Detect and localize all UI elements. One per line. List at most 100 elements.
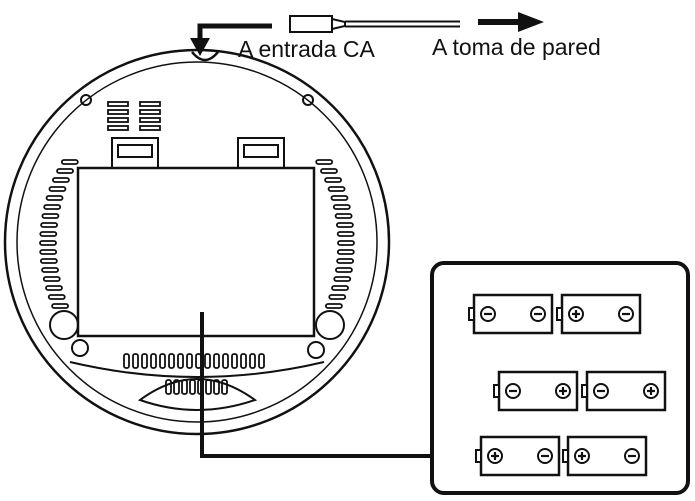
vent-slot-bottom	[249, 353, 256, 369]
device-inner-ring	[16, 61, 378, 423]
vent-slot-left	[39, 240, 57, 246]
vent-slot-right	[330, 195, 349, 201]
vent-slot-right	[320, 168, 338, 174]
vent-slot-left	[45, 285, 63, 291]
foot-bottom-right	[315, 310, 345, 340]
vent-slot-left	[42, 276, 61, 282]
vent-slot-left	[56, 168, 74, 174]
vent-slot-bump	[165, 379, 172, 395]
vent-slot-left	[41, 213, 60, 219]
vent-slot-left	[39, 249, 58, 255]
vent-slot-bump	[173, 379, 180, 395]
polarity-mark	[530, 306, 546, 322]
polarity-mark	[574, 448, 590, 464]
battery-cells	[468, 293, 667, 477]
vent-slot-bottom	[123, 353, 130, 369]
vent-slot-bump	[181, 379, 188, 395]
vent-slot-left	[39, 258, 58, 264]
polarity-mark	[487, 448, 503, 464]
vent-slot-bump	[189, 379, 196, 395]
vent-slot-bottom	[204, 353, 211, 369]
battery-cell	[475, 435, 561, 477]
vent-slot-bump	[205, 379, 212, 395]
vent-slot-right	[335, 267, 353, 273]
vent-slot-top	[139, 125, 161, 131]
device-bottom-band	[69, 361, 325, 378]
battery-cell	[556, 293, 642, 335]
vent-slot-top	[139, 117, 161, 123]
vent-slot-bottom	[168, 353, 175, 369]
vent-slot-right	[327, 186, 346, 192]
battery-cell	[468, 293, 554, 335]
vent-slot-bottom	[159, 353, 166, 369]
vent-slot-bump	[213, 379, 220, 395]
polarity-mark	[537, 448, 553, 464]
foot-bottom-right-small	[307, 341, 325, 359]
wall-outlet-label: A toma de pared	[432, 34, 601, 60]
foot-top-left	[80, 94, 92, 106]
battery-cell	[581, 370, 667, 412]
vent-slot-left	[60, 159, 79, 165]
vent-slot-bottom	[213, 353, 220, 369]
polarity-mark	[480, 306, 496, 322]
vent-slot-bump	[221, 379, 228, 395]
vent-slot-top	[107, 101, 129, 107]
foot-bottom-left	[49, 310, 79, 340]
vent-slot-bottom	[258, 353, 265, 369]
vent-slot-top	[107, 125, 129, 131]
polarity-mark	[593, 383, 609, 399]
power-cord	[345, 20, 460, 28]
vent-slot-left	[48, 186, 67, 192]
vent-slot-right	[336, 258, 355, 264]
vent-slot-right	[325, 303, 343, 309]
vent-slot-top	[107, 109, 129, 115]
ac-arrow	[190, 23, 272, 56]
vent-slot-left	[39, 231, 58, 237]
leader-line	[200, 312, 430, 458]
battery-compartment-cover	[76, 166, 316, 338]
vent-slot-bottom	[231, 353, 238, 369]
polarity-mark	[643, 383, 659, 399]
battery-cell	[562, 435, 648, 477]
vent-slot-right	[324, 177, 342, 183]
vent-slot-left	[45, 195, 64, 201]
vent-slot-right	[328, 294, 347, 300]
vent-slot-right	[336, 231, 355, 237]
vent-slot-left	[47, 294, 66, 300]
power-plug	[289, 15, 346, 33]
polarity-mark	[555, 383, 571, 399]
vent-slot-right	[334, 213, 353, 219]
vent-slot-left	[52, 177, 70, 183]
vent-slot-bottom	[186, 353, 193, 369]
vent-slot-bottom	[141, 353, 148, 369]
latch-clip-left	[111, 137, 159, 169]
foot-bottom-left-small	[71, 339, 89, 357]
vent-slot-bottom	[150, 353, 157, 369]
vent-slot-right	[332, 204, 351, 210]
vent-slot-right	[336, 249, 355, 255]
polarity-mark	[505, 383, 521, 399]
polarity-mark	[624, 448, 640, 464]
vent-slot-right	[336, 222, 354, 228]
latch-clip-right	[237, 137, 285, 169]
vent-slot-top	[139, 101, 161, 107]
vent-slot-left	[40, 222, 58, 228]
wall-arrow	[478, 12, 544, 32]
vent-slot-right	[333, 276, 352, 282]
polarity-mark	[618, 306, 634, 322]
cord-notch	[191, 51, 219, 62]
vent-slots	[39, 101, 355, 395]
vent-slot-bottom	[132, 353, 139, 369]
vent-slot-top	[107, 117, 129, 123]
vent-slot-bottom	[240, 353, 247, 369]
vent-slot-left	[43, 204, 62, 210]
vent-slot-left	[51, 303, 69, 309]
vent-slot-bottom	[177, 353, 184, 369]
vent-slot-bottom	[222, 353, 229, 369]
device-bottom-view	[3, 48, 391, 436]
ac-input-label: A entrada CA	[238, 36, 375, 62]
vent-slot-left	[41, 267, 59, 273]
vent-slot-right	[315, 159, 334, 165]
vent-slot-right	[331, 285, 349, 291]
